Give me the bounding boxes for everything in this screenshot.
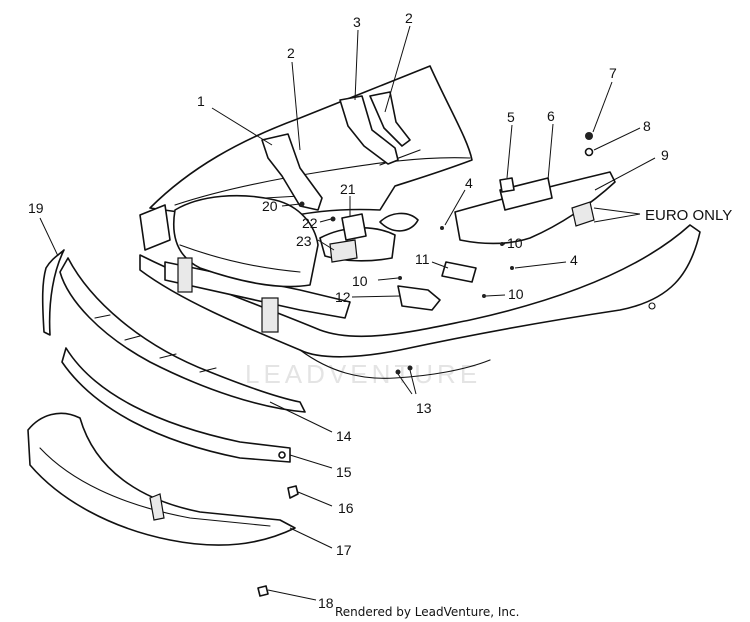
leader-7 — [592, 81, 613, 133]
skid-plate-bracket — [149, 493, 165, 521]
callout-9: 9 — [661, 147, 669, 163]
leader-23 — [317, 239, 335, 251]
trim-15-hole — [278, 451, 286, 459]
gauge-bezel — [379, 212, 419, 232]
body-lower-edge — [299, 349, 491, 379]
leader-14 — [269, 401, 333, 433]
callout-15: 15 — [336, 464, 352, 480]
hood-inner-edge — [174, 157, 471, 206]
callout-18: 18 — [318, 595, 334, 611]
leader-13b — [409, 369, 417, 395]
leader-17 — [289, 527, 333, 549]
callout-19: 19 — [28, 200, 44, 216]
callout-10c: 10 — [508, 286, 524, 302]
leader-22 — [319, 218, 332, 223]
fastener-13b — [407, 365, 413, 371]
leader-2a — [291, 61, 301, 151]
bracket-2-left — [261, 133, 323, 211]
latch-5 — [499, 177, 515, 193]
leader-2b — [384, 25, 411, 113]
callout-3: 3 — [353, 14, 361, 30]
callout-22: 22 — [302, 215, 318, 231]
callout-12: 12 — [335, 289, 351, 305]
euro-bracket — [571, 201, 595, 227]
lower-trim-15 — [61, 347, 291, 463]
callout-2b: 2 — [405, 10, 413, 26]
washer-8 — [584, 147, 594, 157]
callout-7: 7 — [609, 65, 617, 81]
callout-20: 20 — [262, 198, 278, 214]
nose-box-edge — [179, 244, 301, 273]
callout-5: 5 — [507, 109, 515, 125]
leader-3 — [354, 29, 359, 101]
steering-post — [341, 213, 367, 241]
leader-15 — [289, 454, 333, 469]
bracket-2-right — [369, 91, 411, 147]
fastener-10c — [482, 294, 486, 298]
bumper-14-vents — [94, 314, 217, 373]
callout-10a: 10 — [507, 235, 523, 251]
body-side-panel — [139, 224, 701, 358]
hinge-12 — [397, 285, 441, 311]
leader-11 — [431, 261, 449, 269]
leader-4b — [514, 261, 567, 269]
leader-13a — [397, 373, 413, 395]
footer-credit: Rendered by LeadVenture, Inc. — [335, 605, 519, 619]
grille-insert-23 — [329, 239, 358, 263]
leader-10b — [377, 277, 399, 281]
skid-plate-17 — [27, 412, 296, 546]
leader-4a — [444, 189, 466, 226]
fastener-7 — [585, 132, 593, 140]
leader-euro-a — [593, 207, 641, 215]
callout-17: 17 — [336, 542, 352, 558]
side-hinge — [139, 204, 171, 251]
callout-2a: 2 — [287, 45, 295, 61]
leader-6 — [547, 123, 554, 181]
callout-16: 16 — [338, 500, 354, 516]
callout-4b: 4 — [570, 252, 578, 268]
callout-14: 14 — [336, 428, 352, 444]
leader-9 — [594, 157, 656, 191]
leader-5 — [506, 124, 513, 179]
fastener-13a — [395, 369, 401, 375]
bracket-3 — [339, 95, 399, 165]
callout-4a: 4 — [465, 175, 473, 191]
hinge-plate-11 — [441, 261, 477, 283]
cross-bracket-right — [261, 297, 279, 333]
body-hole — [648, 302, 656, 310]
leader-1 — [211, 107, 273, 146]
watermark: LEADVENTURE — [245, 359, 481, 389]
fastener-4b — [510, 266, 514, 270]
leader-10c — [485, 294, 506, 297]
leader-8 — [593, 127, 641, 151]
fastener-4a — [440, 226, 444, 230]
shield-plate-6 — [499, 177, 553, 211]
fastener-20 — [299, 201, 305, 207]
trim-strip-19 — [41, 249, 65, 336]
leader-16 — [297, 491, 333, 507]
callout-13: 13 — [416, 400, 432, 416]
screw-18 — [257, 585, 269, 597]
callout-8: 8 — [643, 118, 651, 134]
callout-23: 23 — [296, 233, 312, 249]
euro-only-note: EURO ONLY — [645, 207, 732, 224]
leader-20 — [281, 203, 301, 207]
callout-1: 1 — [197, 93, 205, 109]
cross-bracket-left — [177, 257, 193, 293]
callout-21: 21 — [340, 181, 356, 197]
fastener-10b — [398, 276, 402, 280]
fastener-22 — [330, 216, 336, 222]
skid-plate-17-edge — [39, 447, 271, 527]
leader-18 — [267, 589, 317, 601]
front-bumper-14 — [59, 257, 306, 413]
bolt-16 — [287, 485, 299, 499]
leader-euro-b — [593, 213, 641, 223]
front-cross-member — [164, 261, 351, 319]
callout-6: 6 — [547, 108, 555, 124]
leader-19 — [39, 217, 59, 257]
callout-10b: 10 — [352, 273, 368, 289]
leader-12 — [351, 295, 401, 298]
callout-11: 11 — [415, 251, 430, 267]
